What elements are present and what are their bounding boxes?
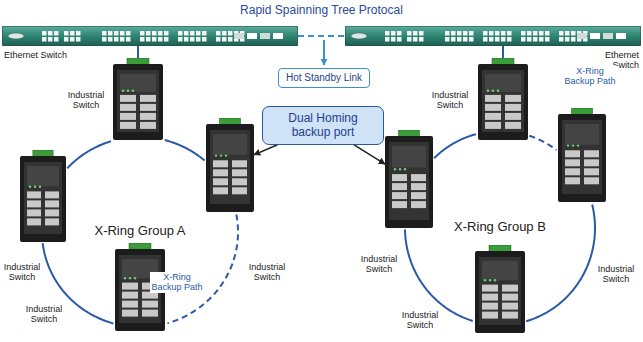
path-label: X-Ring Backup Path: [150, 272, 204, 293]
industrial-switch: Industrial Switch: [206, 118, 254, 212]
industrial-switch: Industrial Switch: [113, 58, 163, 140]
node-label: Industrial Switch: [396, 310, 444, 331]
callout-box: Hot Standby Link: [278, 68, 370, 88]
device-illustration: [558, 108, 606, 202]
pointer-arrow: [323, 40, 325, 65]
network-link: [502, 46, 504, 58]
backup-link: [298, 35, 345, 37]
ethernet-switch: Ethernet Switch: [345, 26, 641, 46]
network-link: [67, 141, 111, 168]
industrial-switch: Industrial Switch: [478, 58, 528, 140]
device-illustration: [475, 245, 525, 333]
group-label: X-Ring Group A: [85, 224, 195, 239]
device-illustration: [385, 130, 433, 228]
node-label: Industrial Switch: [356, 254, 402, 275]
network-link: [434, 134, 476, 158]
industrial-switch: Industrial Switch: [385, 130, 433, 228]
network-link: [137, 46, 139, 58]
node-label: Industrial Switch: [426, 90, 474, 111]
callout-text: Dual Homing backup port: [269, 111, 377, 140]
diagram-title: Rapid Spainning Tree Protocal: [180, 3, 463, 17]
industrial-switch: Industrial Switch: [475, 245, 525, 333]
node-label: Industrial Switch: [244, 262, 290, 283]
ethernet-switch: Ethernet Switch: [2, 26, 298, 46]
industrial-switch: Industrial Switch: [558, 108, 606, 202]
callout-box: Dual Homing backup port: [262, 106, 384, 145]
node-label: Industrial Switch: [62, 90, 110, 111]
network-link: [254, 145, 277, 155]
node-label: Industrial Switch: [20, 304, 68, 325]
network-link: [354, 145, 385, 164]
device-illustration: [113, 58, 163, 140]
network-link: [405, 229, 473, 321]
switch-illustration: [2, 26, 298, 46]
network-link: [165, 140, 205, 160]
industrial-switch: Industrial Switch: [20, 150, 66, 242]
device-illustration: [478, 58, 528, 140]
switch-illustration: [345, 26, 641, 46]
device-illustration: [20, 150, 66, 242]
callout-text: Hot Standby Link: [286, 72, 362, 84]
node-label: Industrial Switch: [0, 262, 44, 283]
backup-link: [529, 136, 556, 150]
node-label: Ethernet Switch: [4, 50, 94, 60]
device-illustration: [206, 118, 254, 212]
group-label: X-Ring Group B: [445, 220, 555, 235]
node-label: Industrial Switch: [594, 264, 638, 285]
path-label: X-Ring Backup Path: [562, 66, 618, 87]
